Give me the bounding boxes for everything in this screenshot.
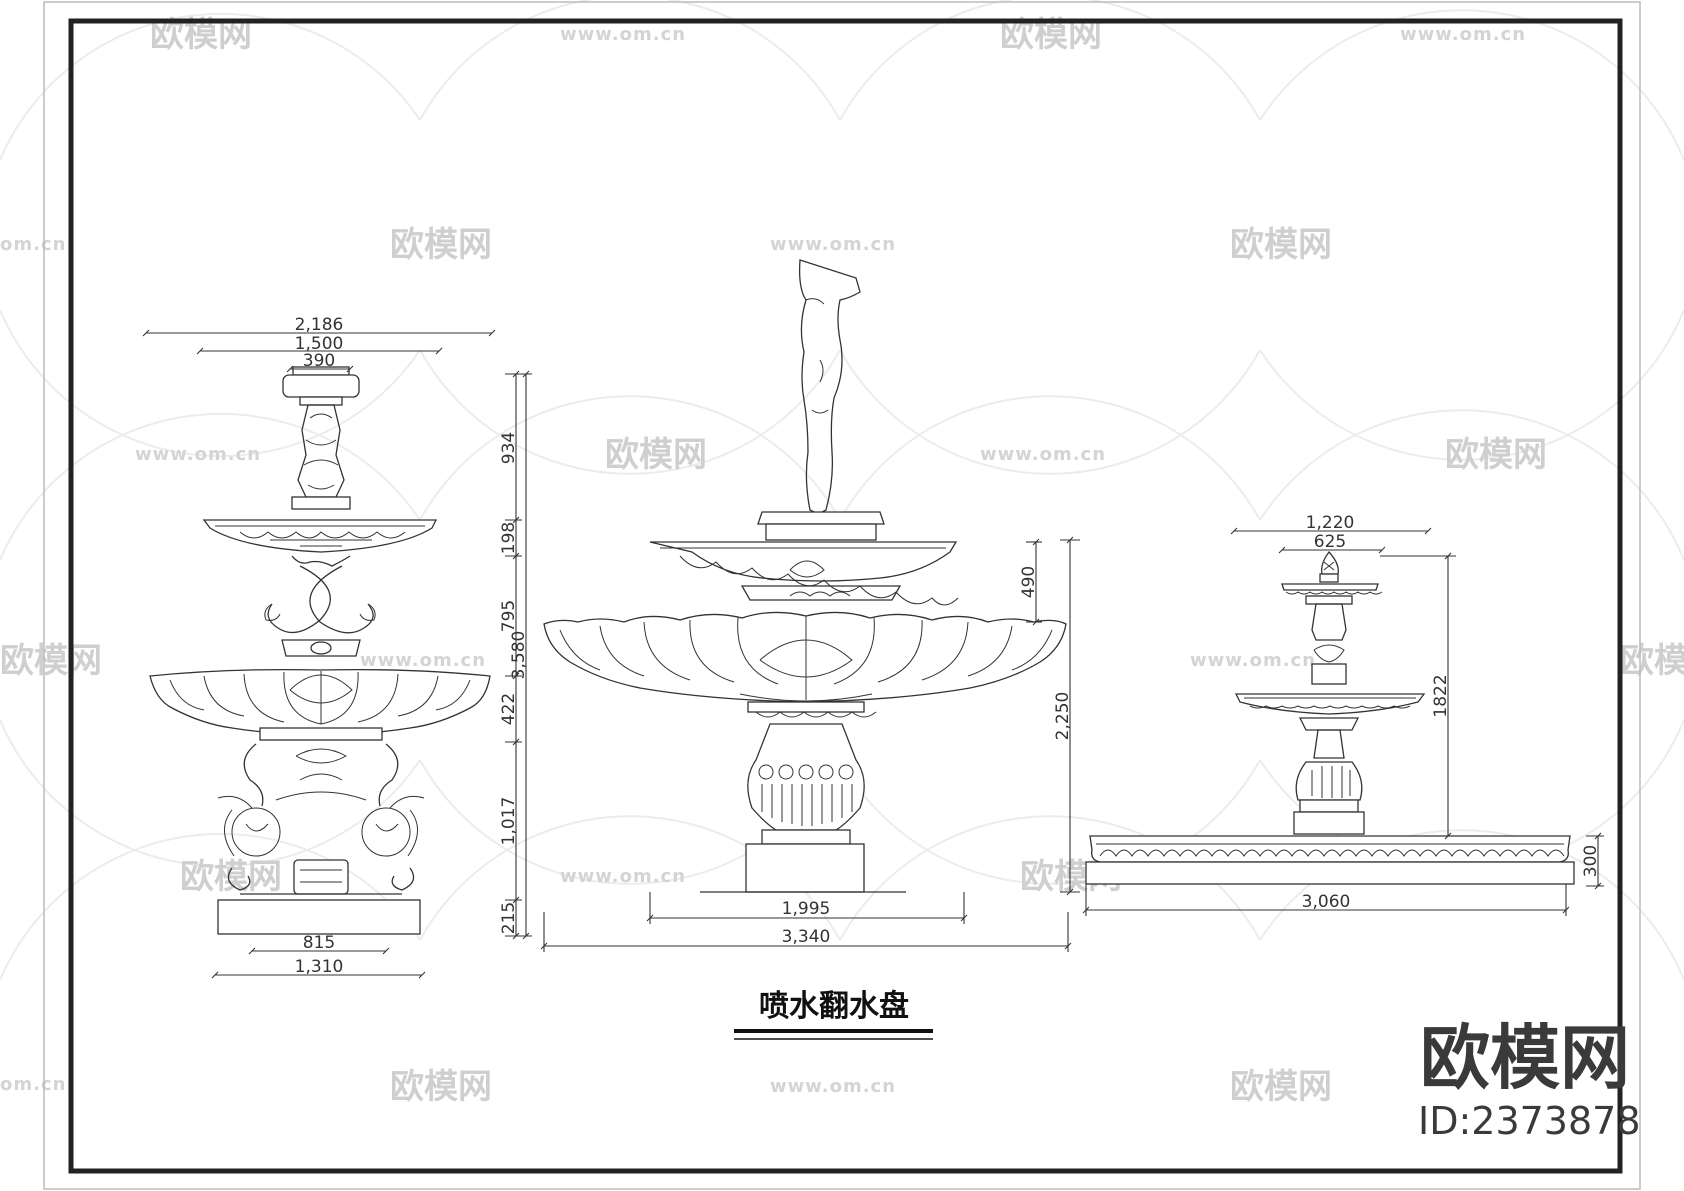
dim-label: 3,340 [782,927,831,947]
center-dimensions [540,536,1080,952]
dim-label: 1,017 [499,797,519,846]
dim-label: 490 [1019,566,1039,598]
center-dimension-labels: 1,995 3,340 490 2,250 [782,566,1073,947]
dim-label: 198 [499,522,519,554]
dim-label: 2,186 [295,315,344,335]
watermark-url: www.om.cn [1400,24,1526,45]
watermark-brand: 欧模网 [390,1067,492,1107]
watermark-texts: 欧模网 www.om.cn 欧模网 www.om.cn om.cn 欧模网 ww… [0,15,1684,1107]
brand-logo: 欧模网 ID:2373878 [1418,1017,1641,1143]
drawing-title-block: 喷水翻水盘 [734,989,933,1040]
watermark-url: www.om.cn [1190,650,1316,671]
left-dimensions [142,329,532,979]
watermark-brand: 欧模网 [180,857,282,897]
dim-label-overall: 2,250 [1053,692,1073,741]
right-dimension-labels: 1,220 625 1822 300 3,060 [1302,513,1601,912]
watermark-pattern [0,0,1684,981]
dim-label: 3,060 [1302,892,1351,912]
right-dimensions [1082,527,1604,916]
drawing-frame [68,18,1623,1174]
dim-label: 1,310 [295,957,344,977]
watermark-url: www.om.cn [560,24,686,45]
watermark-url: www.om.cn [980,444,1106,465]
dim-label: 1,220 [1306,513,1355,533]
right-fountain-elevation [1085,550,1575,885]
center-fountain-elevation [543,259,1067,893]
brand-name: 欧模网 [1420,1017,1630,1099]
asset-id: ID:2373878 [1418,1099,1641,1143]
drawing-title: 喷水翻水盘 [759,989,909,1024]
dim-label-overall: 3,580 [509,631,529,680]
watermark-url: www.om.cn [560,866,686,887]
watermark-brand: 欧模网 [390,225,492,265]
left-dimension-labels: 2,186 1,500 390 815 1,310 934 198 795 42… [295,315,529,977]
dim-label: 625 [1314,532,1346,552]
watermark-url: www.om.cn [360,650,486,671]
watermark-url: www.om.cn [770,1076,896,1097]
outer-border [43,1,1641,1190]
watermark-brand: 欧模网 [1445,435,1547,475]
dim-label: 1822 [1431,674,1451,717]
dim-label: 422 [499,693,519,725]
dim-label: 215 [499,902,519,934]
watermark-url-fragment: om.cn [0,1074,66,1095]
watermark-url: www.om.cn [135,444,261,465]
watermark-url: www.om.cn [770,234,896,255]
dim-label: 390 [303,351,335,371]
dim-label: 1,995 [782,899,831,919]
dim-label: 300 [1581,845,1601,877]
watermark-brand-fragment: 欧模网 [1620,641,1684,681]
dim-label: 934 [499,432,519,464]
dim-label: 1,500 [295,334,344,354]
dim-label: 795 [499,600,519,632]
watermark-brand: 欧模网 [1230,225,1332,265]
left-fountain-elevation [149,366,491,935]
dim-label: 815 [303,933,335,953]
watermark-brand: 欧模网 [605,435,707,475]
watermark-url-fragment: om.cn [0,234,66,255]
watermark-brand-fragment: 欧模网 [0,641,102,681]
watermark-brand: 欧模网 [1230,1067,1332,1107]
